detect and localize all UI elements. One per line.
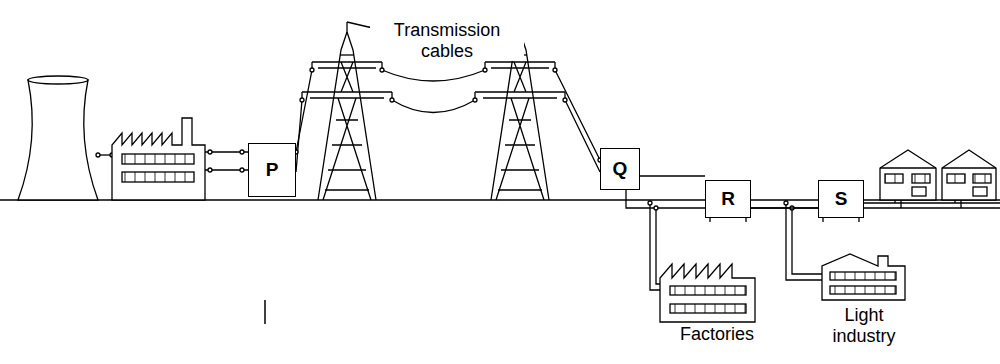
transformer-box: Q <box>600 148 640 190</box>
node-letter: S <box>835 189 848 210</box>
window-row <box>122 172 194 182</box>
power-station <box>112 118 205 200</box>
window-row <box>122 154 194 164</box>
node-letter: P <box>266 160 279 181</box>
node-letter: R <box>721 189 735 210</box>
transformer-box: P <box>248 143 296 197</box>
transmission-cable <box>296 100 600 172</box>
caption-label: Light industry <box>827 305 901 346</box>
cooling-tower <box>18 80 98 200</box>
caption-label: Transmission cables <box>370 20 524 61</box>
house <box>942 150 996 200</box>
light-industry-building <box>822 254 905 300</box>
cursor-mark <box>264 300 266 324</box>
house <box>880 150 936 200</box>
power-line <box>294 68 602 162</box>
transformer-feet <box>710 218 859 222</box>
power-line <box>640 175 705 176</box>
transformer-box: S <box>818 180 864 218</box>
node-letter: Q <box>613 159 628 180</box>
transformer-box: R <box>705 180 751 218</box>
power-line <box>751 207 818 208</box>
factory <box>660 264 755 322</box>
caption-label: Factories <box>660 324 774 345</box>
cooling-tower-top <box>28 76 88 84</box>
